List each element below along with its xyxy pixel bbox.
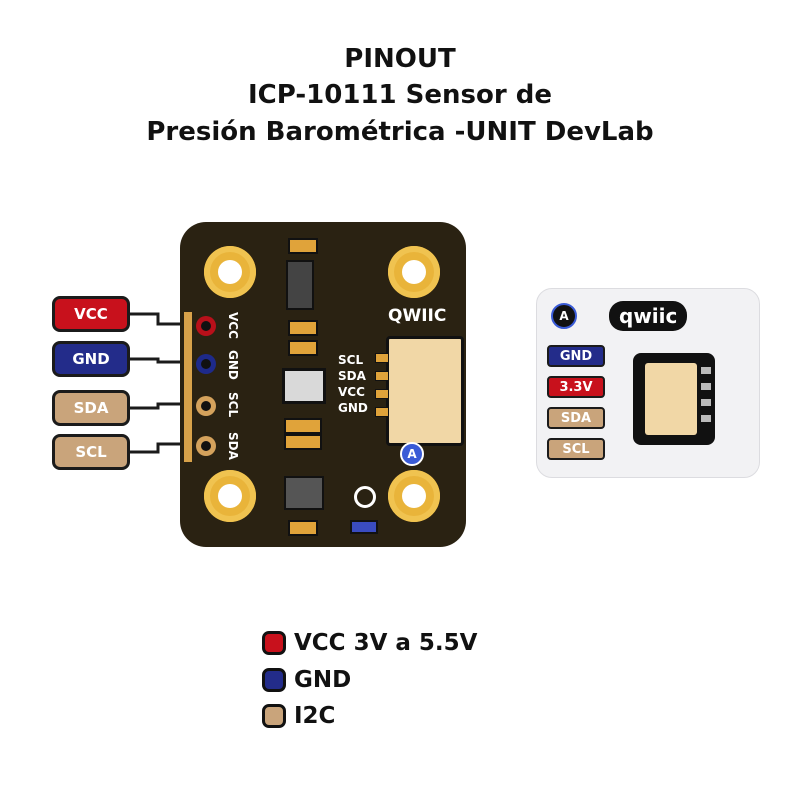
pad-vcc — [196, 316, 216, 336]
pin-label-scl: SCL — [52, 434, 130, 470]
card-pin-3v3: 3.3V — [547, 376, 605, 398]
mounting-hole-bottom-right — [388, 470, 440, 522]
card-pin-sda: SDA — [547, 407, 605, 429]
legend-swatch-blue — [262, 668, 286, 692]
card-pin-gnd: GND — [547, 345, 605, 367]
level-shifter-chip — [284, 476, 324, 510]
legend-item-vcc: VCC 3V a 5.5V — [262, 630, 477, 656]
badge-a: A — [400, 442, 424, 466]
mounting-hole-top-left — [204, 246, 256, 298]
header-edge — [184, 312, 192, 462]
led — [350, 520, 378, 534]
legend-item-i2c: I2C — [262, 703, 335, 729]
connector-pin-vcc: VCC — [338, 385, 365, 399]
qwiic-card: A qwiic GND 3.3V SDA SCL — [536, 288, 760, 478]
connector-pin-gnd: GND — [338, 401, 368, 415]
legend-item-gnd: GND — [262, 667, 351, 693]
smd-capacitor-2 — [288, 340, 318, 356]
legend-label-gnd: GND — [294, 667, 352, 693]
legend-swatch-red — [262, 631, 286, 655]
mounting-hole-top-right — [388, 246, 440, 298]
pin-label-gnd: GND — [52, 341, 130, 377]
pad-sda — [196, 436, 216, 456]
smd-resistor-array-2 — [284, 434, 322, 450]
silk-gnd: GND — [226, 350, 240, 380]
silk-scl: SCL — [226, 392, 240, 418]
title-line-2: ICP-10111 Sensor de — [248, 80, 552, 110]
smd-capacitor-1 — [288, 320, 318, 336]
pad-gnd — [196, 354, 216, 374]
title-line-1: PINOUT — [344, 44, 456, 74]
connector-pin-sda: SDA — [338, 369, 366, 383]
connector-pin-scl: SCL — [338, 353, 364, 367]
card-pin-scl: SCL — [547, 438, 605, 460]
title-line-3: Presión Barométrica -UNIT DevLab — [146, 117, 654, 147]
pin-label-vcc: VCC — [52, 296, 130, 332]
pin-label-sda: SDA — [52, 390, 130, 426]
pad-scl — [196, 396, 216, 416]
silk-vcc: VCC — [226, 312, 240, 339]
qwiic-connector — [375, 336, 464, 446]
legend-label-vcc: VCC 3V a 5.5V — [294, 630, 478, 656]
sensor-board: VCC GND SCL SDA QWIIC SCL SDA VCC GND A — [180, 222, 466, 547]
legend-swatch-tan — [262, 704, 286, 728]
pressure-sensor-chip — [282, 368, 326, 404]
power-icon — [354, 486, 376, 508]
silk-sda: SDA — [226, 432, 240, 460]
legend-label-i2c: I2C — [294, 703, 336, 729]
regulator-chip — [286, 260, 314, 310]
qwiic-connector-icon — [633, 353, 715, 445]
smd-resistor — [288, 238, 318, 254]
qwiic-logo: qwiic — [609, 301, 688, 331]
smd-resistor-array-1 — [284, 418, 322, 434]
smd-resistor-bottom — [288, 520, 318, 536]
mounting-hole-bottom-left — [204, 470, 256, 522]
qwiic-card-badge: A — [551, 303, 577, 329]
qwiic-label: QWIIC — [388, 306, 447, 326]
